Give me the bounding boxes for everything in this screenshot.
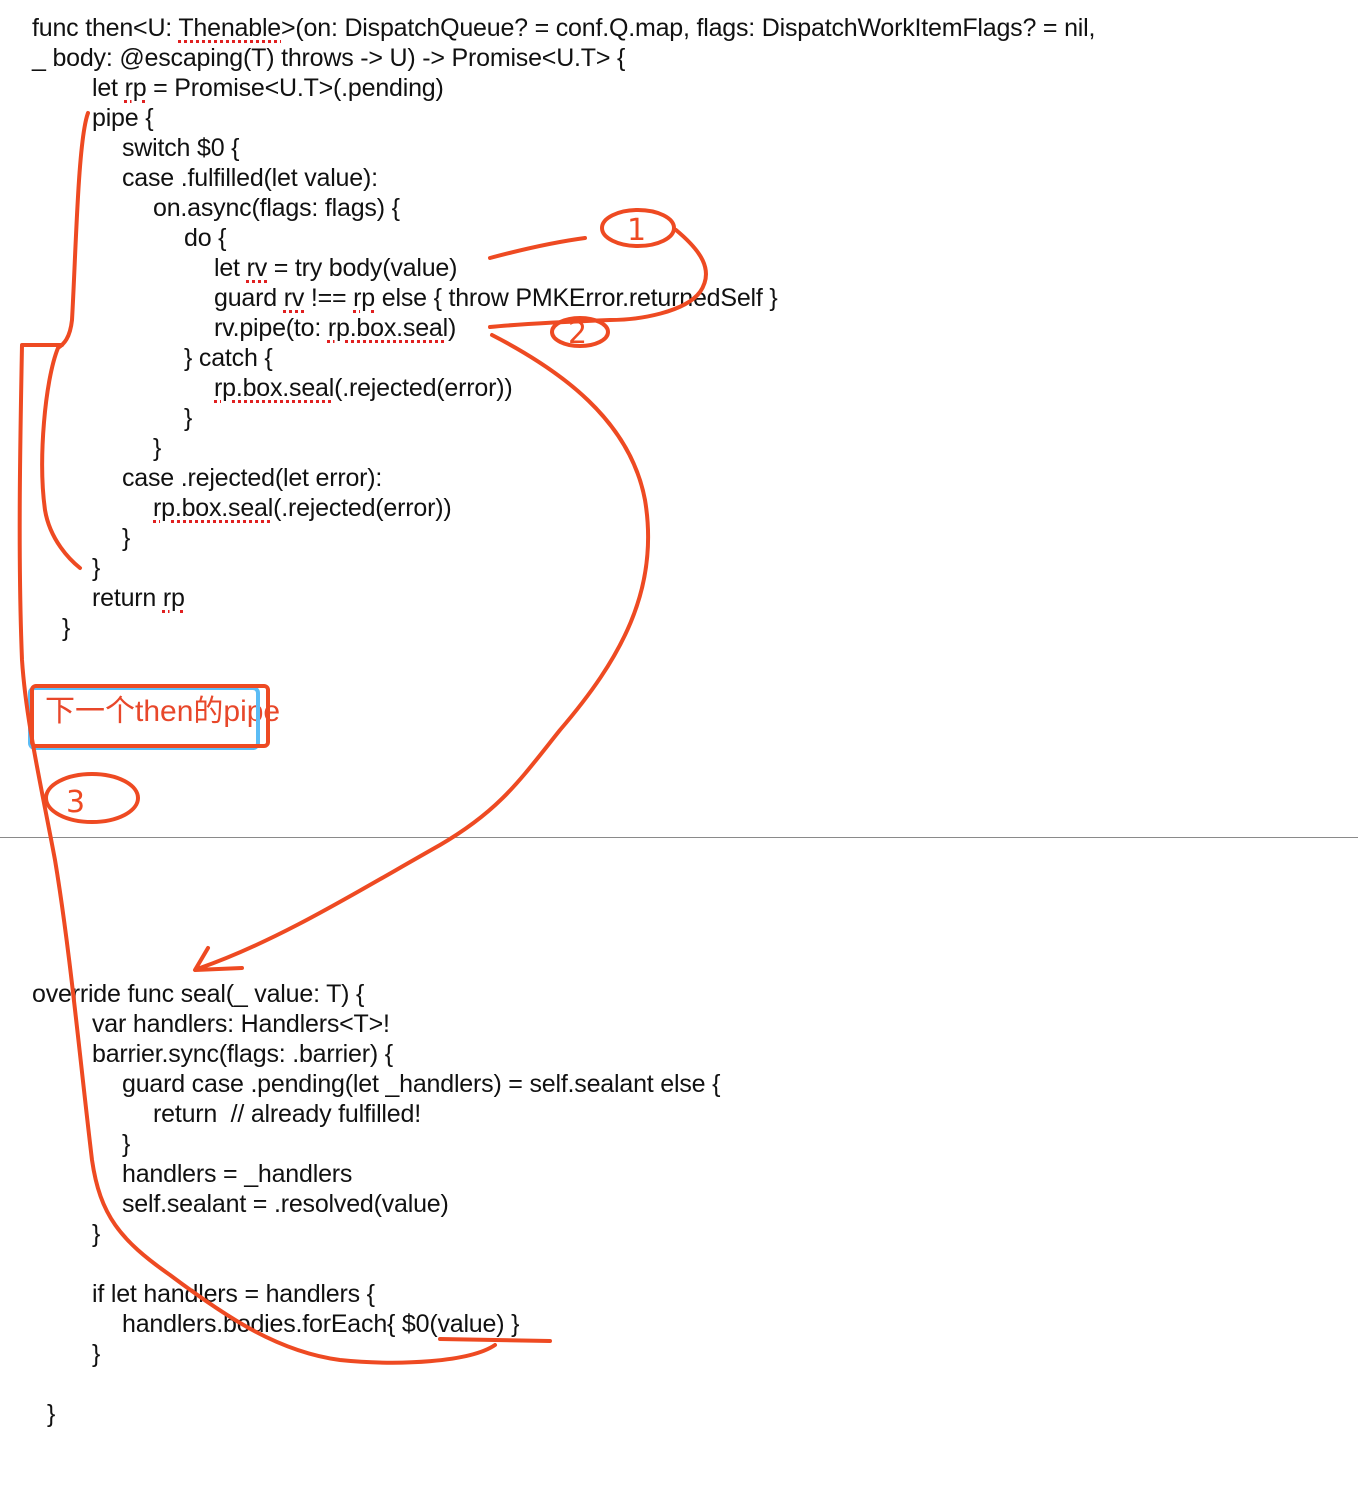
code-line: pipe { (92, 103, 154, 133)
code-text: override func seal(_ value: T) { (32, 980, 365, 1008)
annotation-note: 下一个then的pipe (45, 695, 281, 728)
code-line: rp.box.seal(.rejected(error)) (153, 493, 452, 523)
code-line: _ body: @escaping(T) throws -> U) -> Pro… (32, 43, 625, 73)
code-line: do { (184, 223, 227, 253)
code-text: >(on: DispatchQueue? = conf.Q.map, flags… (281, 14, 1096, 42)
code-line: rv.pipe(to: rp.box.seal) (214, 313, 456, 343)
code-line: switch $0 { (122, 133, 240, 163)
code-line: } (92, 1219, 100, 1249)
misspelled-word: rp.box.seal (153, 494, 274, 522)
step-1-label: 1 (627, 213, 646, 248)
arrowhead (193, 946, 244, 972)
code-text: !== (304, 284, 354, 312)
code-line: guard rv !== rp else { throw PMKError.re… (214, 283, 778, 313)
code-line: rp.box.seal(.rejected(error)) (214, 373, 513, 403)
code-text: barrier.sync(flags: .barrier) { (92, 1040, 393, 1068)
step-3-label: 3 (66, 785, 85, 820)
code-text: handlers = _handlers (122, 1160, 353, 1188)
code-text: var handlers: Handlers<T>! (92, 1010, 390, 1038)
code-text: (.rejected(error)) (273, 494, 452, 522)
code-line: handlers = _handlers (122, 1159, 352, 1189)
code-line: } (47, 1399, 55, 1429)
code-text: on.async(flags: flags) { (153, 194, 400, 222)
code-line: on.async(flags: flags) { (153, 193, 400, 223)
code-line: } catch { (184, 343, 273, 373)
code-text: } (92, 1340, 101, 1368)
code-line: } (62, 613, 70, 643)
code-text: guard (214, 284, 284, 312)
code-text: } (92, 1220, 101, 1248)
misspelled-word: rp.box.seal (214, 374, 335, 402)
code-text: } (184, 404, 193, 432)
code-text: func then<U: (32, 14, 179, 42)
code-text: handlers.bodies.forEach{ $0(value) } (122, 1310, 520, 1338)
pipe-bracket (40, 111, 90, 570)
misspelled-word: rp (124, 74, 147, 102)
code-line: func then<U: Thenable>(on: DispatchQueue… (32, 13, 1095, 43)
code-text: } (122, 524, 131, 552)
step-2-label: 2 (568, 316, 587, 351)
misspelled-word: rv (283, 284, 305, 312)
code-line: var handlers: Handlers<T>! (92, 1009, 390, 1039)
code-line: } (92, 1339, 100, 1369)
code-text: pipe { (92, 104, 154, 132)
code-line: case .fulfilled(let value): (122, 163, 378, 193)
step-3-circle (44, 772, 140, 824)
misspelled-word: rp.box.seal (327, 314, 448, 342)
code-text: do { (184, 224, 227, 252)
code-text: case .fulfilled(let value): (122, 164, 378, 192)
code-line: } (122, 523, 130, 553)
misspelled-word: rp (353, 284, 376, 312)
code-text: let (92, 74, 125, 102)
code-text: guard case .pending(let _handlers) = sel… (122, 1070, 721, 1098)
code-line: } (122, 1129, 130, 1159)
code-text: rv.pipe(to: (214, 314, 328, 342)
code-text: } (47, 1400, 56, 1428)
code-line: } (92, 553, 100, 583)
code-text: } (122, 1130, 131, 1158)
misspelled-word: rp (162, 584, 185, 612)
step-2-circle (550, 316, 610, 348)
flow-line-2 (198, 333, 651, 970)
flow-line-1 (488, 236, 587, 260)
code-text: } (153, 434, 162, 462)
code-text: } (62, 614, 71, 642)
code-line: return rp (92, 583, 185, 613)
code-line: if let handlers = handlers { (92, 1279, 375, 1309)
code-text: if let handlers = handlers { (92, 1280, 375, 1308)
code-line: barrier.sync(flags: .barrier) { (92, 1039, 393, 1069)
code-text: self.sealant = .resolved(value) (122, 1190, 449, 1218)
code-text: (.rejected(error)) (334, 374, 513, 402)
code-text: let (214, 254, 247, 282)
code-line: let rv = try body(value) (214, 253, 457, 283)
code-line: handlers.bodies.forEach{ $0(value) } (122, 1309, 519, 1339)
misspelled-word: Thenable (178, 14, 282, 42)
page-divider (0, 837, 1358, 838)
code-text: else { throw PMKError.returnedSelf } (375, 284, 778, 312)
code-text: } (92, 554, 101, 582)
code-text: } catch { (184, 344, 273, 372)
code-text: ) (447, 314, 457, 342)
code-line: case .rejected(let error): (122, 463, 382, 493)
code-line: } (153, 433, 161, 463)
misspelled-word: rv (246, 254, 268, 282)
code-line: guard case .pending(let _handlers) = sel… (122, 1069, 720, 1099)
step-1-circle (600, 208, 676, 248)
code-text: return // already fulfilled! (153, 1100, 421, 1128)
code-line: self.sealant = .resolved(value) (122, 1189, 449, 1219)
code-line: return // already fulfilled! (153, 1099, 421, 1129)
code-line: } (184, 403, 192, 433)
code-text: case .rejected(let error): (122, 464, 383, 492)
code-text: = try body(value) (267, 254, 458, 282)
value-underline (438, 1337, 552, 1343)
code-text: switch $0 { (122, 134, 240, 162)
code-line: override func seal(_ value: T) { (32, 979, 364, 1009)
code-text: return (92, 584, 163, 612)
code-line: let rp = Promise<U.T>(.pending) (92, 73, 444, 103)
code-text: _ body: @escaping(T) throws -> U) -> Pro… (32, 44, 626, 72)
code-text: = Promise<U.T>(.pending) (146, 74, 444, 102)
